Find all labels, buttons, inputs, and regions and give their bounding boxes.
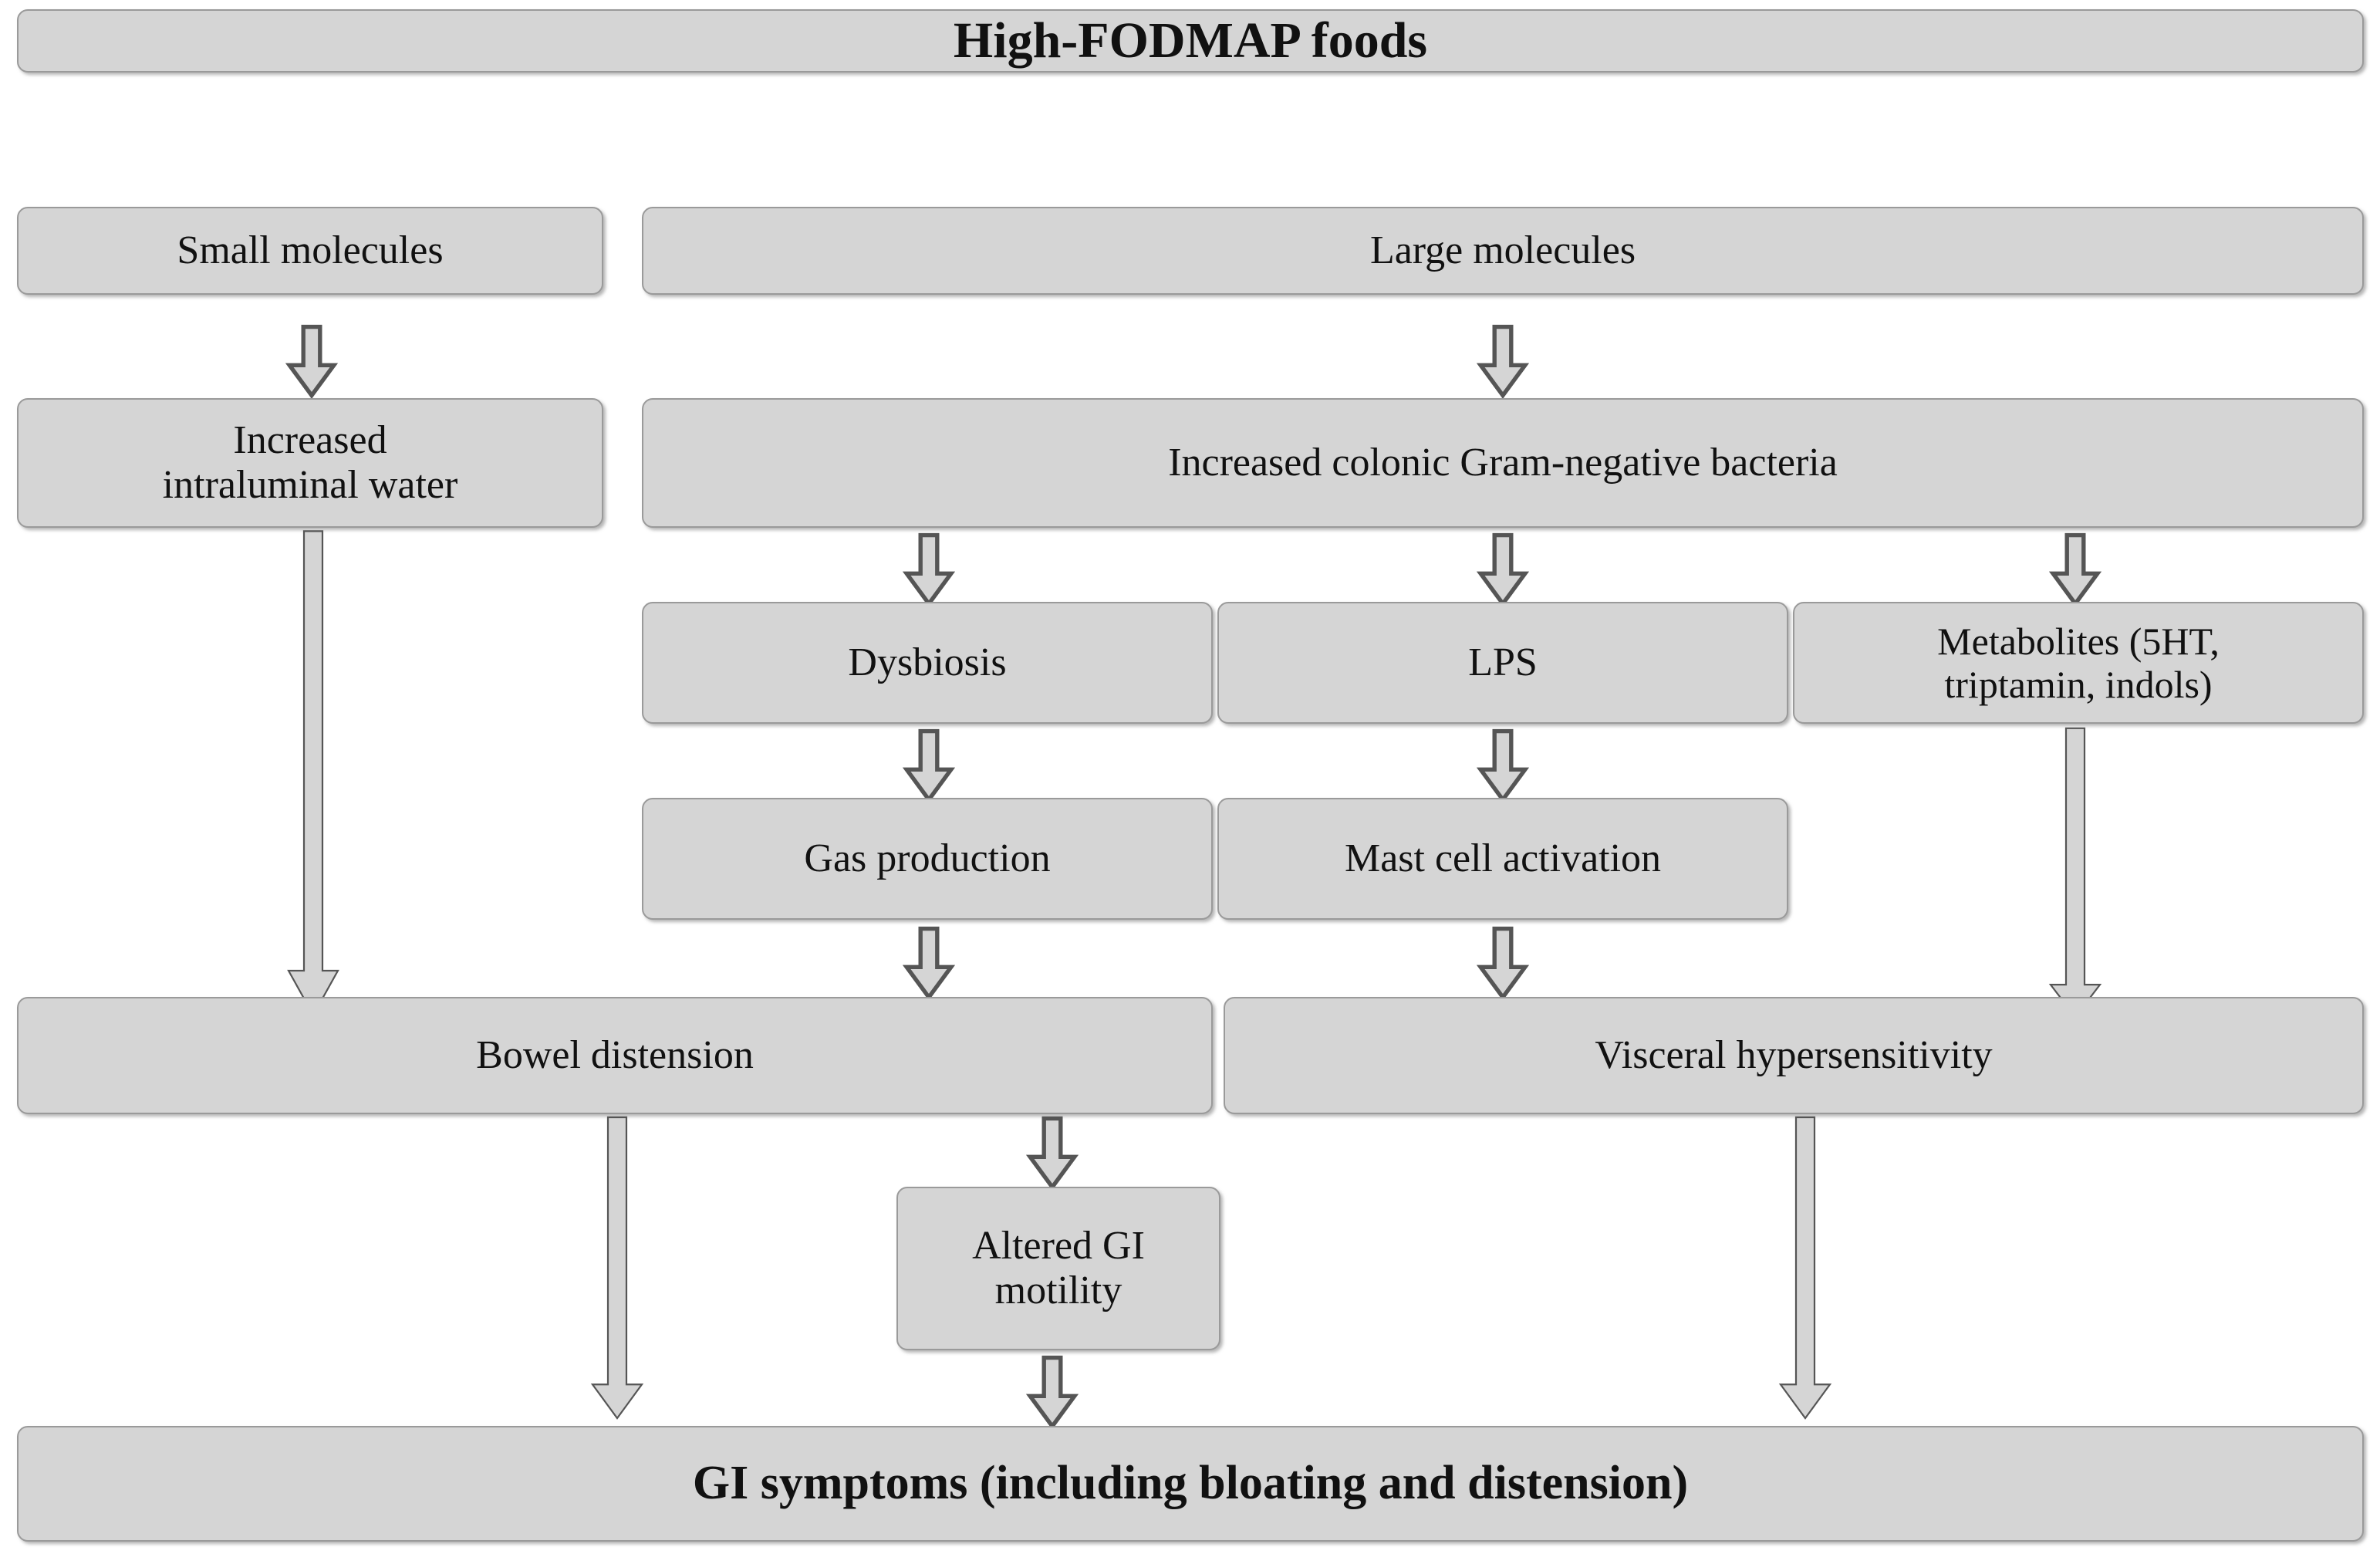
arrow-bacteria-to-metabolites — [2047, 532, 2103, 606]
node-dysbiosis-label: Dysbiosis — [848, 640, 1007, 684]
node-increased-intraluminal-water-label: Increased intraluminal water — [162, 417, 458, 507]
node-gas-production-label: Gas production — [804, 836, 1051, 880]
node-bowel-distension-label: Bowel distension — [476, 1032, 754, 1077]
node-small-molecules-label: Small molecules — [177, 228, 444, 272]
node-high-fodmap-foods-label: High-FODMAP foods — [953, 12, 1428, 69]
node-metabolites-label: Metabolites (5HT, triptamin, indols) — [1937, 620, 2220, 706]
node-small-molecules: Small molecules — [17, 207, 603, 295]
node-large-molecules: Large molecules — [642, 207, 2364, 295]
arrow-intraluminal-water-to-bowel-distension — [282, 526, 344, 1020]
arrow-bacteria-to-dysbiosis — [901, 532, 957, 606]
arrow-small-molecules-to-water — [284, 324, 339, 398]
node-gi-symptoms-label: GI symptoms (including bloating and dist… — [692, 1457, 1689, 1510]
node-lps-label: LPS — [1468, 640, 1538, 684]
node-gas-production: Gas production — [642, 798, 1213, 920]
node-gi-symptoms: GI symptoms (including bloating and dist… — [17, 1426, 2364, 1542]
node-metabolites: Metabolites (5HT, triptamin, indols) — [1793, 602, 2364, 724]
arrow-bowel-distension-to-gi-symptoms — [586, 1114, 648, 1421]
node-increased-intraluminal-water: Increased intraluminal water — [17, 398, 603, 528]
arrow-altered-gi-motility-to-gi-symptoms — [1025, 1355, 1080, 1429]
node-visceral-hypersensitivity: Visceral hypersensitivity — [1224, 997, 2364, 1114]
arrow-visceral-hypersensitivity-to-gi-symptoms — [1774, 1114, 1836, 1421]
arrow-lps-to-mast-cell-activation — [1475, 728, 1531, 802]
node-mast-cell-activation-label: Mast cell activation — [1344, 836, 1662, 880]
node-visceral-hypersensitivity-label: Visceral hypersensitivity — [1595, 1032, 1993, 1077]
arrow-bacteria-to-lps — [1475, 532, 1531, 606]
arrow-large-molecules-to-bacteria — [1475, 324, 1531, 398]
node-altered-gi-motility-label: Altered GI motility — [972, 1223, 1145, 1312]
node-lps: LPS — [1217, 602, 1788, 724]
arrow-gas-production-to-bowel-distension — [901, 926, 957, 1000]
node-mast-cell-activation: Mast cell activation — [1217, 798, 1788, 920]
node-increased-colonic-bacteria-label: Increased colonic Gram-negative bacteria — [1168, 440, 1838, 485]
arrow-dysbiosis-to-gas-production — [901, 728, 957, 802]
node-bowel-distension: Bowel distension — [17, 997, 1213, 1114]
arrow-mast-cell-to-visceral-hypersensitivity — [1475, 926, 1531, 1000]
node-altered-gi-motility: Altered GI motility — [896, 1187, 1220, 1350]
node-large-molecules-label: Large molecules — [1369, 228, 1636, 272]
arrow-metabolites-to-visceral-hypersensitivity — [2044, 725, 2106, 1020]
node-dysbiosis: Dysbiosis — [642, 602, 1213, 724]
node-increased-colonic-bacteria: Increased colonic Gram-negative bacteria — [642, 398, 2364, 528]
arrow-bowel-distension-to-altered-gi-motility — [1025, 1116, 1080, 1190]
node-high-fodmap-foods: High-FODMAP foods — [17, 9, 2364, 73]
